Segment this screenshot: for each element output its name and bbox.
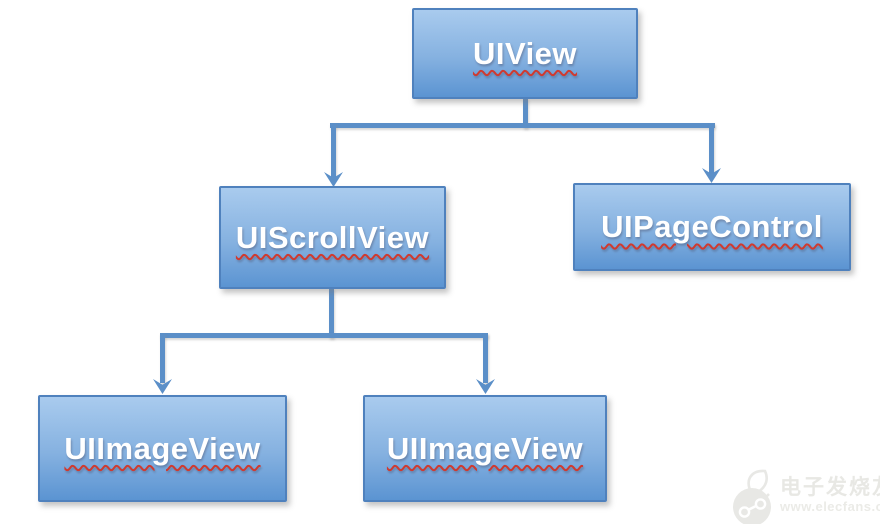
watermark-site-url: www.elecfans.com <box>780 499 880 514</box>
connector-to-uiscrollview <box>331 123 336 178</box>
connector-level2-crossbar <box>160 333 488 338</box>
node-uiscrollview-label: UIScrollView <box>235 219 430 255</box>
node-uiimageview-left: UIImageView <box>38 395 287 502</box>
node-uiimageview-right: UIImageView <box>363 395 607 502</box>
watermark-text: 电子发烧友 www.elecfans.com <box>780 476 880 514</box>
node-uipagecontrol: UIPageControl <box>573 183 851 271</box>
watermark-site-name: 电子发烧友 <box>780 476 880 499</box>
connector-to-uiimageview-left <box>160 333 165 383</box>
connector-uiview-stem <box>523 98 528 128</box>
node-uiview: UIView <box>412 8 638 99</box>
node-uiimageview-left-label: UIImageView <box>64 430 261 466</box>
watermark: 电子发烧友 www.elecfans.com <box>729 464 880 524</box>
node-uiview-label: UIView <box>472 35 578 71</box>
elecfans-logo-icon <box>733 469 771 524</box>
connector-level1-crossbar <box>330 123 715 128</box>
node-uiscrollview: UIScrollView <box>219 186 446 289</box>
connector-to-uiimageview-right <box>483 333 488 383</box>
node-uiimageview-right-label: UIImageView <box>386 430 584 466</box>
connector-to-uipagecontrol <box>709 123 714 175</box>
connector-uiscrollview-stem <box>329 288 334 338</box>
node-uipagecontrol-label: UIPageControl <box>601 209 823 244</box>
